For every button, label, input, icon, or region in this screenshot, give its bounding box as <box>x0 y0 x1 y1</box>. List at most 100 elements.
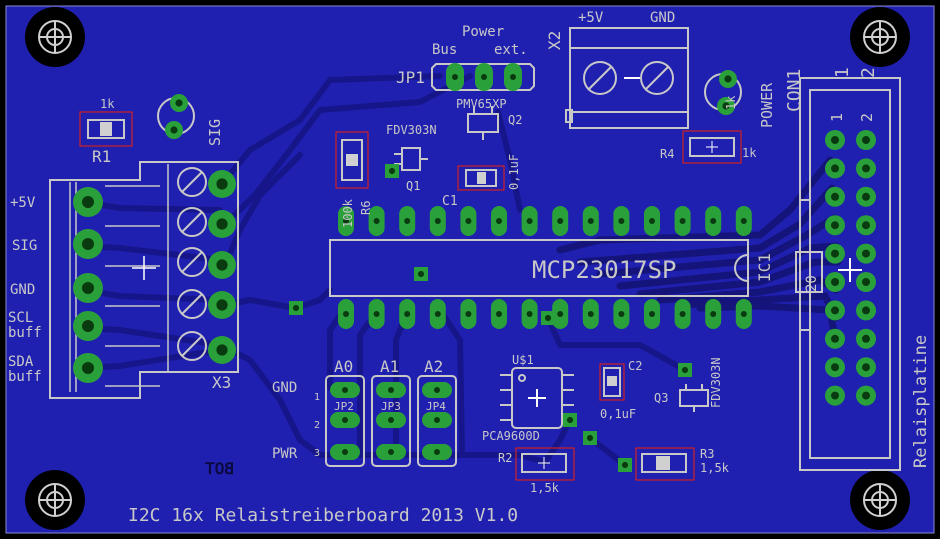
ic1-pin-bottom-hole <box>496 311 502 317</box>
addr-jumper-pad-hole <box>434 417 440 423</box>
silkscreen-labels: MCP23017SP IC1 C1 R6 100k CON1 1 2 1 2 2… <box>8 10 931 526</box>
x3-ref: X3 <box>212 373 231 392</box>
q3-ref: Q3 <box>654 391 668 405</box>
x3-label-sda-line2: buff <box>8 369 42 385</box>
con1-pin-hole <box>831 249 839 258</box>
jp1-outline <box>431 63 535 91</box>
con1-pin-hole <box>862 249 870 258</box>
via-pad-hole <box>566 416 574 424</box>
ic1-pin-bottom-hole <box>649 311 655 317</box>
x3-inner-pad-hole <box>216 299 228 311</box>
ic1-pin-bottom-hole <box>434 311 441 317</box>
x3-label-scl-line2: buff <box>8 325 42 341</box>
con1-header <box>795 77 901 471</box>
ic1-pin-top-hole <box>343 218 349 224</box>
u1-ref: U$1 <box>512 353 534 367</box>
ic1-pin-top-hole <box>710 218 717 224</box>
addr-jumper-pad-hole <box>388 417 394 423</box>
c2-value: 0,1uF <box>600 407 636 421</box>
addr-jumper-pad-hole <box>342 387 348 393</box>
via-pad-hole <box>681 366 689 374</box>
con1-ref: CON1 <box>784 69 805 112</box>
led-power-pad-hole <box>724 75 732 83</box>
addr-pin-2: 2 <box>314 420 320 431</box>
r3-ref: R3 <box>700 447 714 461</box>
x3-inner-pad-hole <box>216 259 228 271</box>
q2-part: PMV65XP <box>456 97 507 111</box>
smd-parts <box>79 111 742 481</box>
led-power-ref: POWER <box>758 82 776 128</box>
ic1-part-label: MCP23017SP <box>532 256 677 284</box>
jp4-ref: JP4 <box>426 400 446 413</box>
via-pad-hole <box>388 167 396 175</box>
con1-pin-hole <box>862 164 870 173</box>
con1-pin-hole <box>831 306 839 315</box>
ic1-pin-top-hole <box>679 218 686 224</box>
bottom-marker: BOT <box>205 459 234 478</box>
ic1-pin-bottom-hole <box>587 311 594 317</box>
via-pad-hole <box>544 314 552 322</box>
q2-ref: Q2 <box>508 113 522 127</box>
ic1-pin-top-hole <box>587 218 594 224</box>
jp1-pin-hole <box>452 74 458 80</box>
r6-label: R6 <box>359 201 373 215</box>
con1-pin-hole <box>862 391 870 400</box>
r3-value: 1,5k <box>700 461 730 475</box>
x3-label-sig: SIG <box>12 238 37 254</box>
jp1-opt-ext: ext. <box>494 42 528 58</box>
ic1-pin-bottom-hole <box>557 311 564 317</box>
addr-pin-3: 3 <box>314 448 320 459</box>
ic1-pin-bottom-hole <box>679 311 686 317</box>
x3-label-sda-line1: SDA <box>8 354 34 370</box>
jp3-ref: JP3 <box>381 400 401 413</box>
led-power-value: 1k <box>724 95 738 110</box>
addr-jumper-pad-hole <box>342 449 348 455</box>
ic1-pin-bottom-hole <box>710 311 717 317</box>
via-pad-hole <box>621 461 629 469</box>
c2-ref: C2 <box>628 359 642 373</box>
r2-value: 1,5k <box>530 481 560 495</box>
jp1-pin-hole <box>510 74 516 80</box>
q3-part: FDV303N <box>709 357 723 408</box>
jp2-ref: JP2 <box>334 400 354 413</box>
con1-pin-hole <box>831 164 839 173</box>
led-power-pad-hole <box>722 102 730 110</box>
ic1-pin-bottom-hole <box>404 311 411 317</box>
ic1-pin-top-hole <box>496 218 502 224</box>
con1-pin-hole <box>831 334 839 343</box>
jp1-pin-hole <box>481 74 487 80</box>
con1-pin-hole <box>862 192 870 201</box>
jp1-opt-bus: Bus <box>432 42 457 58</box>
con1-pin-hole <box>862 306 870 315</box>
x2-terminal <box>565 27 689 129</box>
x3-outer-pad-hole <box>82 238 94 250</box>
addr-jumper-pad-hole <box>434 449 440 455</box>
con1-pin-hole <box>862 278 870 286</box>
x3-terminal <box>49 161 239 399</box>
x3-label-gnd: GND <box>10 282 35 298</box>
r1-value: 1k <box>100 97 115 111</box>
q1-part: FDV303N <box>386 123 437 137</box>
u1-part: PCA9600D <box>482 429 540 443</box>
r4-value: 1k <box>742 146 757 160</box>
via-pad-hole <box>417 270 425 278</box>
addr-col-a2: A2 <box>424 357 443 376</box>
addr-jumper-pad-hole <box>388 387 394 393</box>
addr-pwr-label: PWR <box>272 446 298 462</box>
x3-inner-pad-hole <box>216 178 228 190</box>
con1-pin20: 20 <box>804 275 820 292</box>
ic1-pin-top-hole <box>526 218 533 224</box>
led-sig-pad-hole <box>170 126 178 134</box>
x3-label-scl-line1: SCL <box>8 310 33 326</box>
via-pad-hole <box>586 434 594 442</box>
via-pad-hole <box>292 304 300 312</box>
con1-pin1-outer: 1 <box>832 67 853 78</box>
x3-inner-pad-hole <box>216 344 228 356</box>
r2-ref: R2 <box>498 451 512 465</box>
con1-pin2-inner: 2 <box>858 113 876 122</box>
x3-outer-pad-hole <box>82 320 94 332</box>
ic1-pin-top-hole <box>434 218 441 224</box>
ic1-pin-top-hole <box>465 218 472 224</box>
